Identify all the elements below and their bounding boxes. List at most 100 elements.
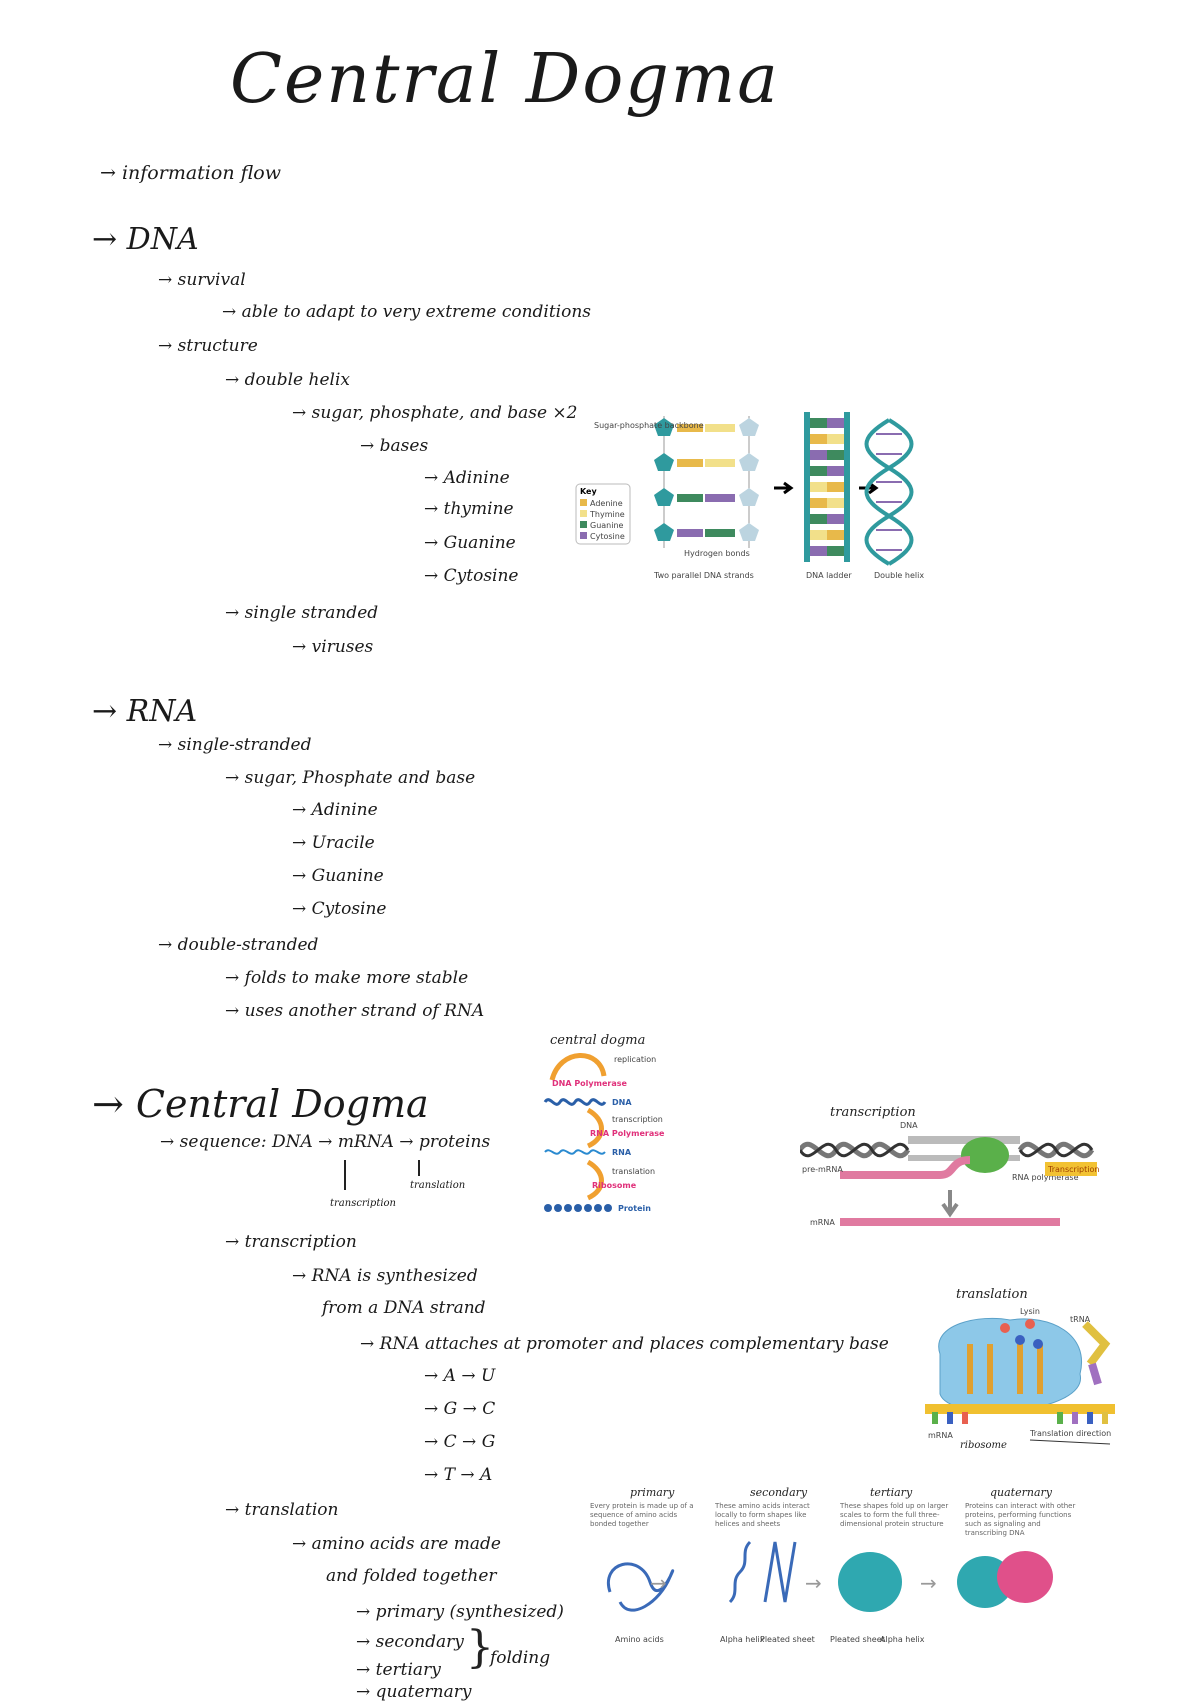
svg-text:tRNA: tRNA — [1070, 1315, 1091, 1324]
central-dogma-figure: central dogma replication DNA Polymerase… — [543, 1033, 665, 1213]
svg-text:DNA: DNA — [612, 1098, 632, 1107]
svg-text:mRNA: mRNA — [928, 1431, 953, 1440]
svg-text:translation: translation — [612, 1167, 655, 1176]
note-folding: folding — [490, 1648, 551, 1668]
svg-text:Amino acids: Amino acids — [615, 1635, 664, 1644]
note-structure: → structure — [158, 336, 258, 356]
svg-text:quaternary: quaternary — [990, 1486, 1053, 1499]
svg-text:Protein: Protein — [618, 1204, 651, 1213]
note-translation-small: translation — [410, 1180, 466, 1191]
svg-text:secondary: secondary — [750, 1486, 808, 1499]
svg-text:ribosome: ribosome — [960, 1440, 1007, 1451]
note-secondary: → secondary — [356, 1632, 464, 1652]
note-quaternary: → quaternary — [356, 1682, 472, 1702]
svg-text:pre-mRNA: pre-mRNA — [802, 1165, 843, 1174]
cd-heading: central dogma — [550, 1033, 645, 1048]
note-guanine: → Guanine — [424, 533, 516, 553]
note-amino-1: → amino acids are made — [292, 1534, 501, 1554]
svg-text:RNA Polymerase: RNA Polymerase — [590, 1129, 665, 1138]
cap-ladder: DNA ladder — [806, 571, 852, 580]
note-rna-single: → single-stranded — [158, 735, 312, 755]
note-transcription: → transcription — [225, 1232, 357, 1252]
heading-central-dogma: → Central Dogma — [92, 1082, 429, 1126]
note-cytosine: → Cytosine — [424, 566, 519, 586]
note-rna-synth-2: from a DNA strand — [322, 1298, 486, 1318]
note-amino-2: and folded together — [326, 1566, 497, 1586]
heading-dna: → DNA — [92, 222, 199, 257]
note-rna-synth-1: → RNA is synthesized — [292, 1266, 478, 1286]
primary-chain — [606, 1562, 675, 1612]
note-rna-adinine: → Adinine — [292, 800, 378, 820]
note-folds: → folds to make more stable — [225, 968, 469, 988]
svg-text:Alpha helix: Alpha helix — [720, 1635, 765, 1644]
svg-text:primary: primary — [630, 1486, 675, 1499]
note-rna-cytosine: → Cytosine — [292, 899, 387, 919]
svg-text:Adenine: Adenine — [590, 499, 623, 508]
note-survival: → survival — [158, 270, 246, 290]
note-thymine: → thymine — [424, 499, 514, 519]
svg-text:Cytosine: Cytosine — [590, 532, 625, 541]
note-viruses: → viruses — [292, 637, 374, 657]
protein-folding-figure: primary secondary tertiary quaternary Ev… — [590, 1486, 1075, 1644]
svg-text:Translation direction: Translation direction — [1029, 1429, 1111, 1438]
arrow-icon — [774, 481, 794, 495]
arrow-down-icon — [941, 1190, 959, 1218]
svg-text:Pleated sheet: Pleated sheet — [760, 1635, 815, 1644]
svg-text:Lysin: Lysin — [1020, 1307, 1040, 1316]
svg-text:RNA polymerase: RNA polymerase — [1012, 1173, 1079, 1182]
svg-text:mRNA: mRNA — [810, 1218, 835, 1227]
note-transcription-small: transcription — [330, 1198, 396, 1209]
note-sequence: → sequence: DNA → mRNA → proteins — [160, 1132, 491, 1152]
divider — [418, 1160, 420, 1176]
note-bases: → bases — [360, 436, 429, 456]
note-pair-c: → C → G — [424, 1432, 496, 1452]
tertiary-structure — [838, 1552, 902, 1612]
tx-heading: transcription — [830, 1105, 916, 1120]
heading-rna: → RNA — [92, 694, 198, 729]
dna-double-helix — [864, 418, 914, 566]
note-rna-sugar: → sugar, Phosphate and base — [225, 768, 476, 788]
translation-figure: translation Lysin tRNA mRNA ribosome Tra… — [925, 1287, 1115, 1451]
cap-parallel: Two parallel DNA strands — [653, 571, 754, 580]
svg-text:DNA Polymerase: DNA Polymerase — [552, 1079, 627, 1088]
note-info-flow: → information flow — [100, 162, 281, 184]
note-adinine: → Adinine — [424, 468, 510, 488]
dna-key-legend: Key Adenine Thymine Guanine Cytosine — [575, 483, 631, 545]
page-title: Central Dogma — [230, 40, 780, 119]
note-translation: → translation — [225, 1500, 339, 1520]
dna-parallel-strands — [654, 416, 759, 548]
svg-text:Thymine: Thymine — [589, 510, 625, 519]
svg-text:→: → — [805, 1571, 822, 1595]
note-single-stranded: → single stranded — [225, 603, 379, 623]
note-pair-g: → G → C — [424, 1399, 496, 1419]
svg-text:Pleated sheet: Pleated sheet — [830, 1635, 885, 1644]
svg-text:→: → — [650, 1571, 667, 1595]
note-adapt: → able to adapt to very extreme conditio… — [222, 302, 592, 322]
note-double-helix: → double helix — [225, 370, 350, 390]
backbone-label: Sugar-phosphate backbone — [594, 421, 704, 430]
quaternary-structure — [957, 1551, 1053, 1608]
svg-text:Ribosome: Ribosome — [592, 1181, 637, 1190]
note-uses: → uses another strand of RNA — [225, 1001, 485, 1021]
cap-helix: Double helix — [874, 571, 924, 580]
note-pair-t: → T → A — [424, 1465, 493, 1485]
brace-icon: } — [466, 1622, 494, 1673]
note-sugar: → sugar, phosphate, and base ×2 — [292, 403, 578, 423]
svg-text:→: → — [920, 1571, 937, 1595]
note-tertiary: → tertiary — [356, 1660, 441, 1680]
svg-text:tertiary: tertiary — [870, 1486, 913, 1499]
note-pair-a: → A → U — [424, 1366, 496, 1386]
tl-heading: translation — [956, 1287, 1028, 1302]
svg-text:Alpha helix: Alpha helix — [880, 1635, 925, 1644]
svg-text:Transcription: Transcription — [1047, 1165, 1099, 1174]
svg-text:transcription: transcription — [612, 1115, 663, 1124]
transcription-figure: transcription DNA pre-mRNA RNA polymeras… — [800, 1105, 1099, 1227]
divider — [344, 1160, 346, 1190]
note-rna-double: → double-stranded — [158, 935, 319, 955]
svg-text:replication: replication — [614, 1055, 656, 1064]
note-primary: → primary (synthesized) — [356, 1602, 564, 1622]
svg-text:Guanine: Guanine — [590, 521, 624, 530]
dna-structure-figure: Key Adenine Thymine Guanine Cytosine Sug… — [575, 412, 924, 580]
dna-ladder — [804, 412, 850, 562]
svg-text:DNA: DNA — [900, 1121, 918, 1130]
